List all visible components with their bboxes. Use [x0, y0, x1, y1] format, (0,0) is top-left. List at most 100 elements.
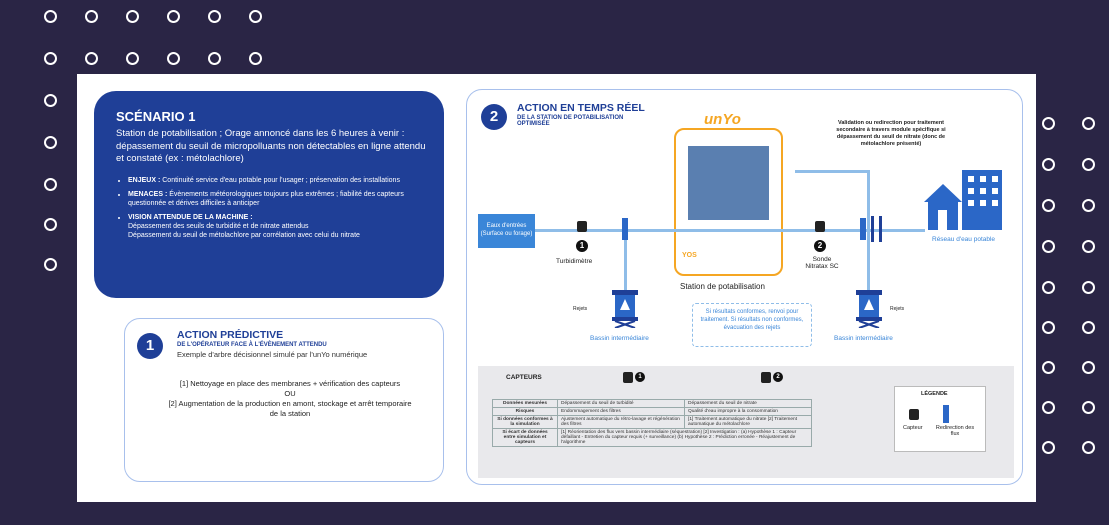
- nitratax-label: Sonde Nitratax SC: [805, 256, 839, 270]
- scenario-menaces: MENACES : Évènements météorologiques tou…: [128, 190, 428, 208]
- legend-redirection-icon: [943, 405, 949, 423]
- dot: [1042, 401, 1055, 414]
- rejets-left: Rejets: [573, 306, 588, 312]
- vision-line2: Dépassement du seuil de métolachlore par…: [128, 231, 360, 239]
- row-cell: Dépassement du seuil de nitrate: [684, 399, 812, 408]
- step-1: [1] Nettoyage en place des membranes + v…: [179, 379, 401, 388]
- step-2: [2] Augmentation de la production en amo…: [168, 399, 412, 418]
- dot: [85, 10, 98, 23]
- bypass-left: [624, 232, 627, 292]
- nitratax-sensor-icon: [815, 221, 825, 232]
- row-head: Risques: [492, 407, 558, 416]
- action1-subtitle: DE L'OPÉRATEUR FACE À L'ÉVÈNEMENT ATTEND…: [177, 342, 327, 348]
- decision-tree: [1] Nettoyage en place des membranes + v…: [165, 379, 415, 419]
- action2-title: ACTION EN TEMPS RÉEL: [517, 102, 645, 114]
- dot: [208, 10, 221, 23]
- legend-redirection-label: Redirection des flux: [935, 425, 975, 437]
- dot: [1082, 281, 1095, 294]
- dot: [1042, 441, 1055, 454]
- feedback-note: Si résultats conformes, renvoi pour trai…: [692, 303, 812, 347]
- sensor-2-icon: [761, 372, 771, 383]
- dot: [1042, 199, 1055, 212]
- dot: [44, 136, 57, 149]
- bassin-right-label: Bassin intermédiaire: [834, 335, 893, 342]
- main-pipe: [535, 229, 925, 232]
- capteurs-table-area: CAPTEURS 1 2 Données mesurées Dépassemen…: [478, 366, 1014, 478]
- dot: [44, 10, 57, 23]
- legend-title: LÉGENDE: [921, 391, 948, 397]
- row-head: Données mesurées: [492, 399, 558, 408]
- vision-line1: Dépassement des seuils de turbidité et d…: [128, 222, 309, 230]
- bassin-left-icon: [612, 290, 638, 328]
- legend-capteur-icon: [909, 409, 919, 420]
- step-or: OU: [284, 389, 296, 398]
- row-cell: [1] Traitement automatique du nitrate [2…: [684, 415, 812, 429]
- dot: [208, 52, 221, 65]
- dot: [249, 52, 262, 65]
- dot: [1042, 117, 1055, 130]
- action1-title: ACTION PRÉDICTIVE: [177, 329, 284, 341]
- station-label: Station de potabilisation: [680, 282, 765, 291]
- bassin-left-label: Bassin intermédiaire: [590, 335, 649, 342]
- dot: [85, 52, 98, 65]
- dot: [1042, 321, 1055, 334]
- action-predictive-box: 1 ACTION PRÉDICTIVE DE L'OPÉRATEUR FACE …: [124, 318, 444, 482]
- enjeux-text: Continuité service d'eau potable pour l'…: [162, 176, 400, 184]
- valve-line: [871, 216, 874, 242]
- station-frame: YOS: [674, 128, 783, 276]
- dot: [44, 94, 57, 107]
- station-footer: YOS: [682, 252, 697, 259]
- dot: [44, 258, 57, 271]
- row-cell: Dépassement du seuil de turbidité: [557, 399, 685, 408]
- return-pipe-horizontal: [795, 170, 870, 173]
- bassin-right-icon: [856, 290, 882, 328]
- scenario-enjeux: ENJEUX : Continuité service d'eau potabl…: [128, 176, 428, 185]
- scenario-list: ENJEUX : Continuité service d'eau potabl…: [116, 176, 428, 240]
- dot: [1042, 281, 1055, 294]
- scenario-description: Station de potabilisation ; Orage annonc…: [116, 128, 426, 164]
- sensor-2-number: 2: [773, 372, 783, 382]
- action1-example: Exemple d'arbre décisionnel simulé par l…: [177, 350, 368, 359]
- sensor1-number: 1: [576, 240, 588, 252]
- reseau-label: Réseau d'eau potable: [932, 236, 996, 243]
- return-pipe-vertical: [867, 170, 870, 230]
- action-realtime-box: 2 ACTION EN TEMPS RÉEL DE LA STATION DE …: [466, 89, 1023, 485]
- turbidimetre-sensor-icon: [577, 221, 587, 232]
- dot: [1082, 158, 1095, 171]
- dot: [1082, 199, 1095, 212]
- enjeux-label: ENJEUX :: [128, 176, 161, 184]
- scenario-box: SCÉNARIO 1 Station de potabilisation ; O…: [94, 91, 444, 298]
- legend-box: LÉGENDE Capteur Redirection des flux: [894, 386, 986, 452]
- capteurs-table: Données mesurées Dépassement du seuil de…: [492, 399, 812, 447]
- menaces-text: Évènements météorologiques toujours plus…: [128, 190, 404, 207]
- dot: [1082, 321, 1095, 334]
- infographic-panel: SCÉNARIO 1 Station de potabilisation ; O…: [77, 74, 1036, 502]
- dot: [126, 10, 139, 23]
- turbidimetre-label: Turbidimètre: [556, 258, 593, 265]
- valve-line: [879, 216, 882, 242]
- dot: [167, 10, 180, 23]
- menaces-label: MENACES :: [128, 190, 168, 198]
- validation-text: Validation ou redirection pour traitemen…: [836, 120, 946, 147]
- dot: [167, 52, 180, 65]
- bypass-right: [867, 232, 870, 292]
- dot: [1082, 441, 1095, 454]
- dot: [44, 218, 57, 231]
- dot: [1082, 401, 1095, 414]
- action2-number: 2: [481, 104, 507, 130]
- capteurs-label: CAPTEURS: [506, 374, 542, 381]
- eau-entree-box: Eaux d'entrées (Surface ou forage): [478, 214, 535, 248]
- vision-label: VISION ATTENDUE DE LA MACHINE :: [128, 213, 253, 221]
- dot: [126, 52, 139, 65]
- sensor-1-number: 1: [635, 372, 645, 382]
- row-cell: [1] Réorientation des flux vers bassin i…: [557, 428, 812, 447]
- station-image: [688, 146, 769, 220]
- redirection-valve: [860, 218, 866, 240]
- row-cell: Ajustement automatique du rétro-lavage e…: [557, 415, 685, 429]
- table-row: Risques Endommagement des filtres Qualit…: [492, 407, 812, 416]
- dot: [1082, 361, 1095, 374]
- action2-subtitle: DE LA STATION DE POTABILISATION OPTIMISÉ…: [517, 115, 624, 127]
- scenario-vision: VISION ATTENDUE DE LA MACHINE : Dépassem…: [128, 213, 428, 240]
- dot: [249, 10, 262, 23]
- dot: [1082, 240, 1095, 253]
